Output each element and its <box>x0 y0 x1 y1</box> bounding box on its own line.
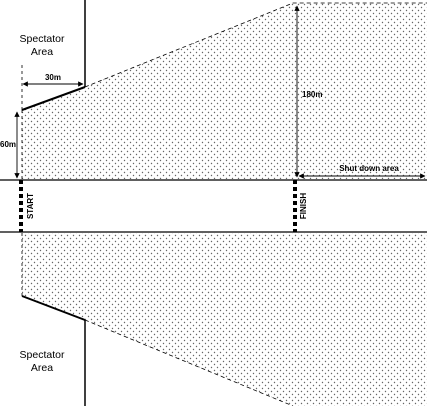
bottom-spectator-label-line2: Area <box>31 362 53 374</box>
dim-shutdown-label: Shut down area <box>339 164 399 173</box>
start-label: START <box>26 193 35 219</box>
top-spectator-label-line2: Area <box>31 46 53 58</box>
finish-label: FINISH <box>299 193 308 219</box>
top-barrier-line <box>21 86 86 111</box>
dim-60m-label: 60m <box>0 140 16 149</box>
top-run-off-area <box>22 3 427 179</box>
bottom-spectator-label-line1: Spectator <box>20 349 65 361</box>
dim-180m-label: 180m <box>302 90 322 99</box>
bottom-run-off-area <box>22 233 427 406</box>
top-area-dashed-boundary <box>84 2 427 88</box>
top-spectator-label-line1: Spectator <box>20 33 65 45</box>
bottom-area-dashed-boundary <box>84 319 294 406</box>
bottom-barrier-line <box>21 295 86 321</box>
dim-30m-label: 30m <box>45 73 61 82</box>
